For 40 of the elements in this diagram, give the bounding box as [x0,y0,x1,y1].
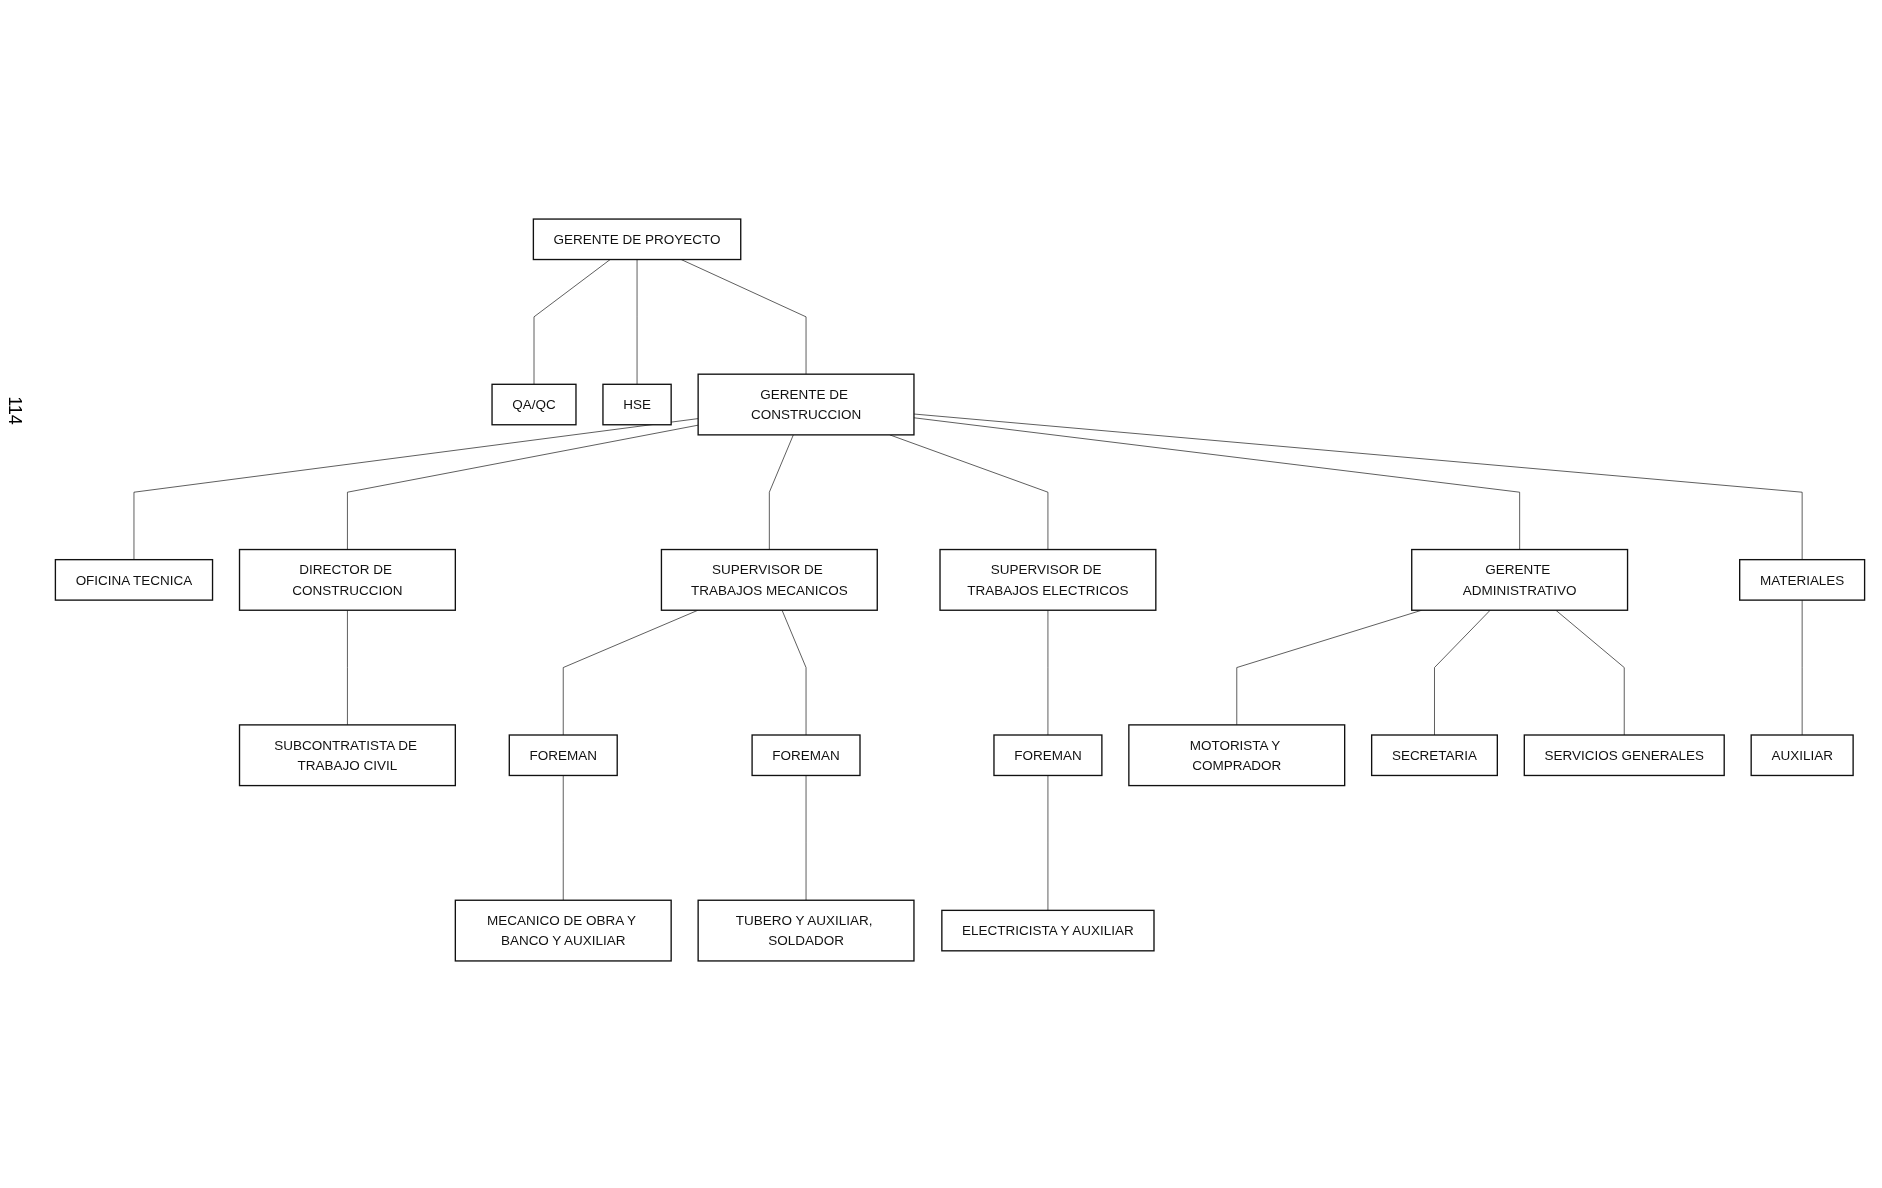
node-box: MOTORISTA Y COMPRADOR [1128,724,1346,787]
connector [769,434,794,550]
node-box: HSE [602,383,672,426]
node-box: TUBERO Y AUXILIAR, SOLDADOR [697,899,915,962]
connector [913,417,1520,550]
node-box: FOREMAN [993,734,1103,777]
connector [347,609,348,726]
node-box: GERENTE DE CONSTRUCCION [697,373,915,436]
node-box: ELECTRICISTA Y AUXILIAR [941,909,1155,952]
connector [889,434,1049,550]
connector [805,775,807,901]
node-box: SUPERVISOR DE TRABAJOS MECANICOS [660,548,878,611]
connector [133,418,699,560]
node-box: SECRETARIA [1370,734,1498,777]
connector [781,609,807,736]
node-box: SUBCONTRATISTA DE TRABAJO CIVIL [238,724,456,787]
connector [1555,609,1625,736]
node-box: GERENTE ADMINISTRATIVO [1411,548,1629,611]
connector [1047,775,1049,911]
connector [562,775,564,901]
connector [1434,609,1491,736]
node-box: MATERIALES [1739,558,1866,601]
node-box: OFICINA TECNICA [54,558,214,601]
connector [636,259,638,385]
node-box: QA/QC [491,383,577,426]
node-box: SERVICIOS GENERALES [1523,734,1725,777]
node-box: MECANICO DE OBRA Y BANCO Y AUXILIAR [454,899,672,962]
connector [680,259,807,375]
page-number: 114 [3,396,25,425]
connector [913,413,1803,560]
node-box: DIRECTOR DE CONSTRUCCION [238,548,456,611]
connector [1801,599,1803,736]
node-box: FOREMAN [751,734,861,777]
node-box: FOREMAN [508,734,618,777]
connector [347,424,699,550]
node-box: SUPERVISOR DE TRABAJOS ELECTRICOS [939,548,1157,611]
node-box: AUXILIAR [1750,734,1854,777]
connector [1047,609,1049,736]
connector [533,259,611,385]
node-box: GERENTE DE PROYECTO [532,218,742,261]
